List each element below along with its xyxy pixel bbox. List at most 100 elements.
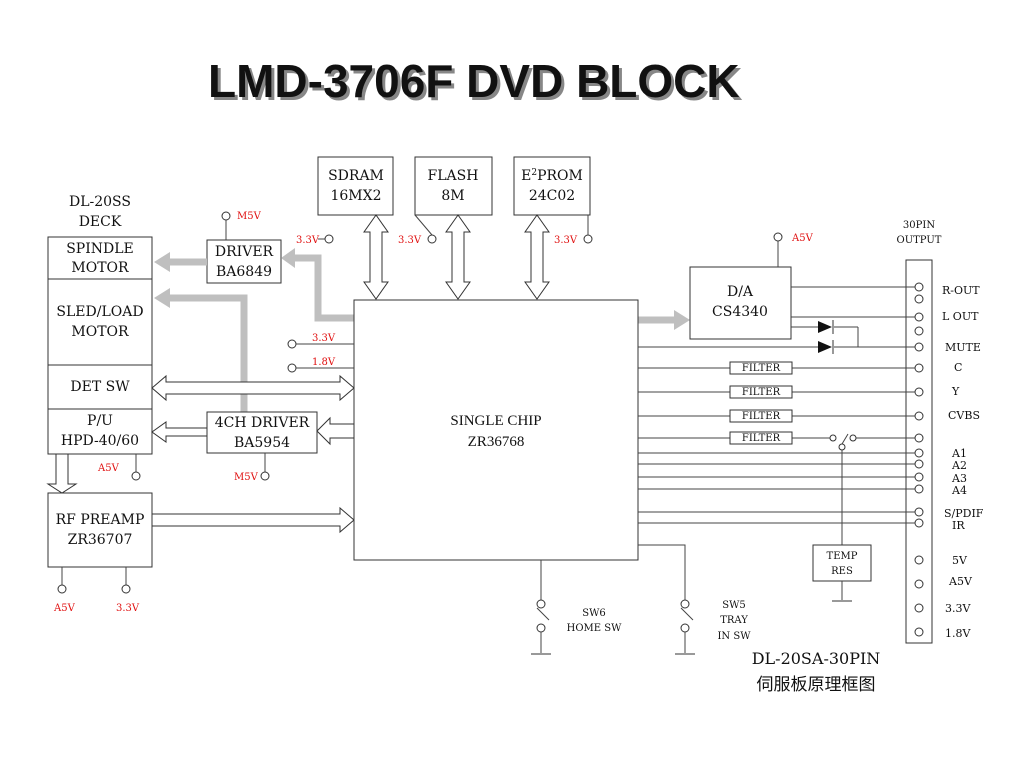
pin-a3: A3 [951, 472, 967, 485]
page-title: LMD-3706F DVD BLOCK [208, 55, 740, 107]
sw5-tray-switch [638, 544, 695, 655]
filter-y-label: FILTER [742, 387, 781, 398]
sw5-label: SW5 [722, 600, 746, 611]
da-label: D/A [727, 284, 754, 300]
svg-text:A5V: A5V [791, 233, 814, 244]
spindle-label: SPINDLE [66, 241, 134, 257]
4ch-driver-model: BA5954 [234, 435, 290, 451]
sdram-block: SDRAM 16MX2 [317, 156, 394, 216]
rf-preamp-block: RF PREAMP ZR36707 [47, 492, 153, 568]
4ch-driver-block: 4CH DRIVER BA5954 [206, 411, 318, 454]
filter-4-label: FILTER [742, 433, 781, 444]
pu-model: HPD-40/60 [61, 433, 139, 449]
pin-1v8: 1.8V [945, 627, 971, 640]
sw5-desc: IN SW [717, 631, 751, 642]
svg-text:3.3V: 3.3V [296, 235, 320, 246]
pu-to-rf-arrow [46, 453, 78, 494]
flash-label: FLASH [428, 168, 479, 184]
det-sw-bus [151, 374, 355, 402]
connector-subtitle: OUTPUT [897, 235, 942, 246]
rf-label: RF PREAMP [56, 512, 145, 528]
pin-ir: IR [952, 519, 965, 532]
chip-to-4ch-arrow [316, 416, 355, 446]
eeprom-block: E2PROM 24C02 [513, 156, 591, 216]
diode-icon [818, 320, 834, 354]
temp-res-block: TEMP RES [812, 544, 872, 582]
svg-text:3.3V: 3.3V [554, 235, 578, 246]
deck-sublabel: DECK [79, 214, 122, 230]
memory-bus-arrows [363, 214, 550, 300]
pin-l-out: L OUT [942, 310, 979, 323]
connector-title: 30PIN [903, 220, 935, 231]
output-switch-icon [829, 433, 857, 545]
driver-block: DRIVER BA6849 [206, 239, 282, 284]
4ch-driver-label: 4CH DRIVER [215, 415, 310, 431]
sw6-desc: HOME SW [567, 623, 622, 634]
single-chip-block: SINGLE CHIP ZR36768 [353, 299, 639, 561]
pin-y: Y [951, 385, 960, 398]
filter-c-label: FILTER [742, 363, 781, 374]
det-sw-label: DET SW [70, 379, 130, 395]
driver-model: BA6849 [216, 264, 272, 280]
footer-caption: 伺服板原理框图 [757, 675, 876, 695]
eeprom-model: 24C02 [529, 188, 575, 204]
rf-to-chip-arrow [151, 506, 355, 534]
flash-size: 8M [441, 188, 464, 204]
pin-a4: A4 [951, 484, 967, 497]
sdram-model: 16MX2 [330, 188, 381, 204]
4ch-to-pu-arrow [151, 421, 208, 443]
audio-out-lines [791, 286, 915, 348]
deck-stack: SPINDLE MOTOR SLED/LOAD MOTOR DET SW P/U… [47, 236, 153, 455]
pin-spdif: S/PDIF [944, 507, 984, 520]
sw6-label: SW6 [582, 608, 606, 619]
sled-label: SLED/LOAD [56, 304, 143, 320]
connector-terminals [914, 282, 924, 637]
pin-a1: A1 [951, 447, 967, 460]
eeprom-label: E2PROM [521, 168, 583, 184]
temp-label: TEMP [827, 551, 858, 562]
pu-label: P/U [87, 413, 113, 429]
da-block: D/A CS4340 [689, 266, 792, 340]
rf-power: A5V 3.3V [53, 567, 140, 614]
svg-text:A5V: A5V [53, 603, 76, 614]
pin-5v: 5V [952, 554, 968, 567]
pin-3v3: 3.3V [945, 602, 971, 615]
spindle-motor-label: MOTOR [71, 260, 129, 276]
svg-text:A5V: A5V [97, 463, 120, 474]
pin-a2: A2 [951, 459, 967, 472]
pin-cvbs: CVBS [948, 409, 980, 422]
svg-text:3.3V: 3.3V [398, 235, 422, 246]
sdram-label: SDRAM [328, 168, 384, 184]
sw5-tray: TRAY [720, 615, 748, 626]
flash-block: FLASH 8M [414, 156, 493, 216]
page-title-shadow: LMD-3706F DVD BLOCK [211, 58, 743, 110]
pin-mute: MUTE [945, 341, 981, 354]
sw6-home-switch [531, 560, 551, 655]
filter-cvbs-label: FILTER [742, 411, 781, 422]
da-model: CS4340 [712, 304, 768, 320]
svg-text:3.3V: 3.3V [116, 603, 140, 614]
svg-text:M5V: M5V [237, 211, 262, 222]
sled-motor-label: MOTOR [71, 324, 129, 340]
rf-model: ZR36707 [68, 532, 133, 548]
pin-a5v: A5V [948, 575, 973, 588]
driver-label: DRIVER [215, 244, 274, 260]
filter-blocks: FILTER FILTER FILTER FILTER [729, 361, 793, 445]
grey-control-arrows [154, 248, 690, 412]
chip-model: ZR36768 [468, 434, 525, 450]
svg-text:M5V: M5V [234, 472, 259, 483]
res-label: RES [831, 566, 853, 577]
chip-output-lines [638, 346, 915, 524]
deck-label: DL-20SS [69, 194, 131, 210]
chip-label: SINGLE CHIP [450, 413, 541, 429]
connector-pin-labels: R-OUT L OUT MUTE C Y CVBS A1 A2 A3 A4 S/… [942, 284, 984, 640]
pin-c: C [954, 361, 962, 374]
chip-power: 3.3V 1.8V [287, 333, 354, 373]
svg-text:3.3V: 3.3V [312, 333, 336, 344]
30pin-connector [905, 259, 933, 644]
footer-model: DL-20SA-30PIN [752, 649, 881, 668]
pin-r-out: R-OUT [942, 284, 980, 297]
memory-power: 3.3V 3.3V 3.3V [296, 214, 593, 246]
svg-text:1.8V: 1.8V [312, 357, 336, 368]
